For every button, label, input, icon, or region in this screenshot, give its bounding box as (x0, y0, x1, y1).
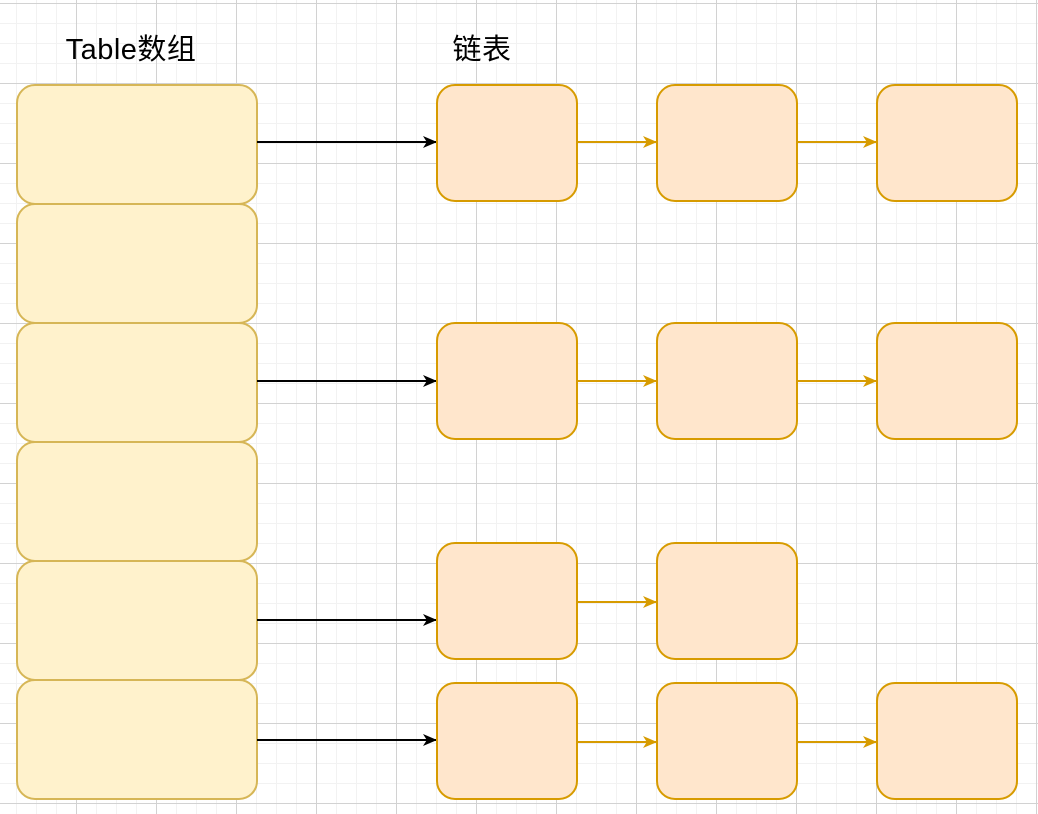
table-slot-2 (16, 322, 258, 443)
list-node-2-1 (656, 542, 798, 660)
table-slot-3 (16, 441, 258, 562)
list-node-2-0 (436, 542, 578, 660)
table-array-title: Table数组 (65, 34, 197, 66)
list-node-1-1 (656, 322, 798, 440)
table-slot-0 (16, 84, 258, 205)
table-slot-5 (16, 679, 258, 800)
list-node-1-2 (876, 322, 1018, 440)
list-node-1-0 (436, 322, 578, 440)
list-node-0-1 (656, 84, 798, 202)
table-slot-1 (16, 203, 258, 324)
list-node-3-0 (436, 682, 578, 800)
table-slot-4 (16, 560, 258, 681)
list-node-3-2 (876, 682, 1018, 800)
linked-list-title: 链表 (452, 34, 512, 66)
list-node-0-2 (876, 84, 1018, 202)
list-node-3-1 (656, 682, 798, 800)
list-node-0-0 (436, 84, 578, 202)
